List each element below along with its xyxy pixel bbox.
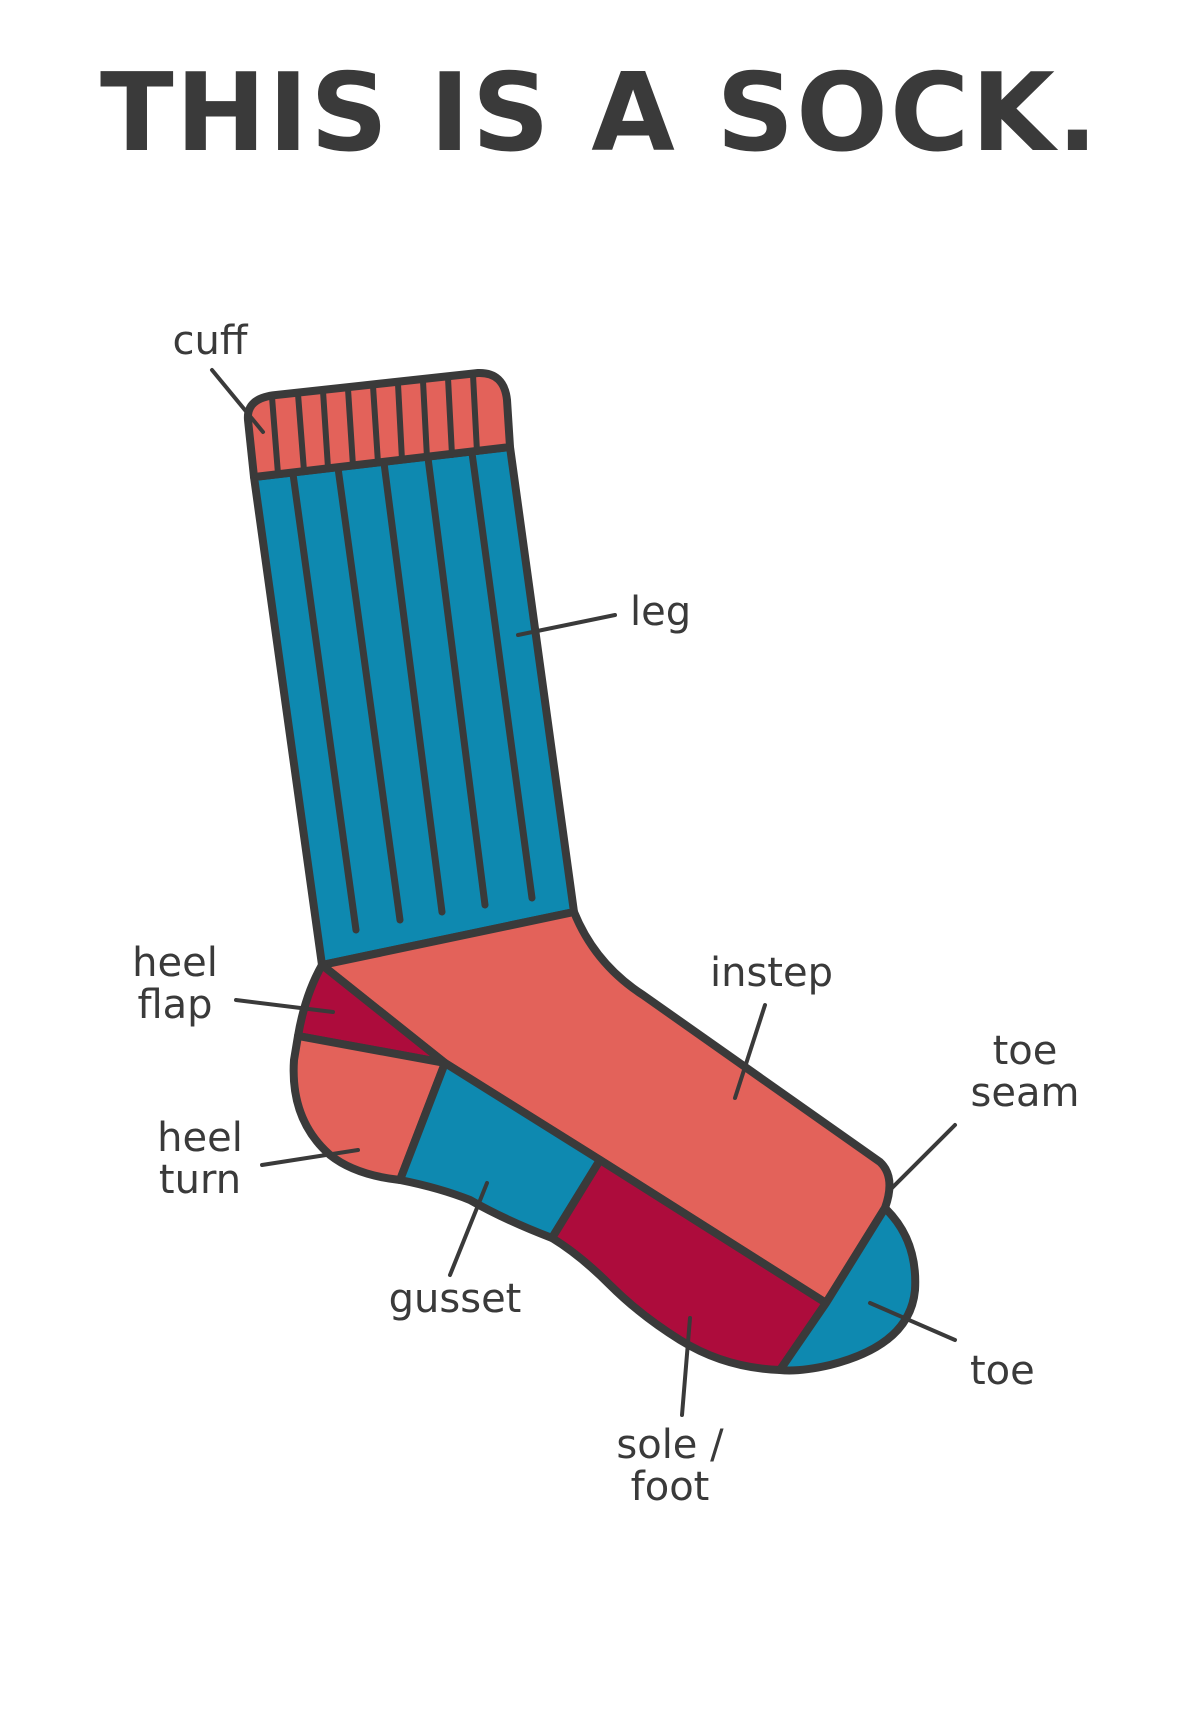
label-toe: toe xyxy=(970,1350,1035,1392)
label-sole-foot: sole / foot xyxy=(600,1424,740,1508)
leader-toe-seam xyxy=(888,1123,957,1192)
leader-toe xyxy=(868,1301,957,1342)
sole-region xyxy=(548,1156,830,1374)
label-heel-turn-line1: heel xyxy=(157,1115,243,1161)
gusset-region xyxy=(396,1059,604,1242)
leader-heel-flap xyxy=(234,998,335,1014)
label-heel-turn: heel turn xyxy=(145,1117,255,1201)
label-gusset: gusset xyxy=(375,1278,535,1320)
leader-gusset xyxy=(448,1181,489,1277)
leader-leg xyxy=(516,613,617,637)
label-instep-text: instep xyxy=(710,950,833,996)
leader-instep xyxy=(733,1003,767,1100)
label-heel-flap-line1: heel xyxy=(132,940,218,986)
cuff-region xyxy=(243,369,514,481)
label-instep: instep xyxy=(710,952,833,994)
label-sole-foot-line1: sole / xyxy=(616,1422,724,1468)
label-heel-flap-line2: flap xyxy=(137,982,213,1028)
leader-lines xyxy=(210,368,957,1417)
leg-ribs xyxy=(289,449,536,934)
cuff-ribs xyxy=(269,372,480,477)
leader-sole xyxy=(680,1316,692,1417)
page-title: THIS IS A SOCK. xyxy=(100,51,1100,176)
label-sole-foot-line2: foot xyxy=(630,1464,710,1510)
leader-heel-turn xyxy=(260,1148,360,1167)
label-toe-seam-line2: seam xyxy=(970,1070,1080,1116)
label-toe-seam-line1: toe xyxy=(992,1028,1058,1074)
label-heel-flap: heel flap xyxy=(120,942,230,1026)
toe-region xyxy=(776,1204,920,1375)
label-cuff: cuff xyxy=(150,320,270,362)
label-gusset-text: gusset xyxy=(388,1276,522,1322)
label-leg-text: leg xyxy=(630,589,692,635)
leader-cuff xyxy=(210,368,265,434)
label-toe-text: toe xyxy=(970,1348,1035,1394)
label-cuff-text: cuff xyxy=(172,318,248,364)
label-heel-turn-line2: turn xyxy=(158,1157,242,1203)
label-leg: leg xyxy=(630,591,691,633)
label-toe-seam: toe seam xyxy=(960,1030,1090,1114)
